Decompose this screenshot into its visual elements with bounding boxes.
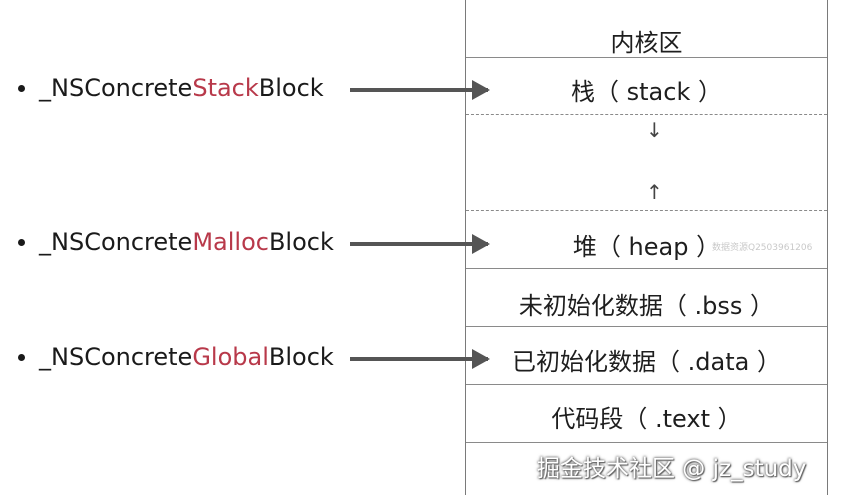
arrow-heap-icon xyxy=(350,234,490,254)
divider-stack-dashed xyxy=(466,114,827,115)
divider-kernel-stack xyxy=(466,57,827,58)
bullet-icon xyxy=(18,353,25,361)
stack-growth-down-arrow-icon: ↓ xyxy=(646,118,663,142)
heap-growth-up-arrow-icon: ↑ xyxy=(646,180,663,204)
block-suffix: Block xyxy=(268,343,334,371)
divider-text-bottom xyxy=(466,442,827,443)
divider-bss-data xyxy=(466,326,827,327)
caption-overlay: 掘金技术社区 @ jz_study xyxy=(537,456,807,482)
block-accent: Malloc xyxy=(192,228,269,256)
block-accent: Global xyxy=(192,343,269,371)
bullet-icon xyxy=(18,238,25,246)
block-prefix: _NSConcrete xyxy=(39,228,193,256)
region-bss: 未初始化数据（ .bss ） xyxy=(518,291,775,320)
region-heap: 堆（ heap ） xyxy=(572,232,721,261)
divider-heap-bss xyxy=(466,268,827,269)
arrow-stack-icon xyxy=(350,80,490,100)
arrow-data-icon xyxy=(350,349,490,369)
memory-column: 内核区 栈（ stack ） 堆（ heap ） 未初始化数据（ .bss ） … xyxy=(465,0,828,495)
region-kernel: 内核区 xyxy=(610,28,683,57)
region-data: 已初始化数据（ .data ） xyxy=(512,347,781,376)
block-prefix: _NSConcrete xyxy=(39,343,193,371)
region-stack: 栈（ stack ） xyxy=(571,77,722,106)
block-suffix: Block xyxy=(258,74,324,102)
divider-heap-dashed xyxy=(466,210,827,211)
block-prefix: _NSConcrete xyxy=(39,74,193,102)
region-text: 代码段（ .text ） xyxy=(551,404,742,433)
bullet-icon xyxy=(18,84,25,92)
divider-data-text xyxy=(466,384,827,385)
block-suffix: Block xyxy=(268,228,334,256)
watermark: 数据资源Q2503961206 xyxy=(712,243,813,253)
block-accent: Stack xyxy=(192,74,259,102)
